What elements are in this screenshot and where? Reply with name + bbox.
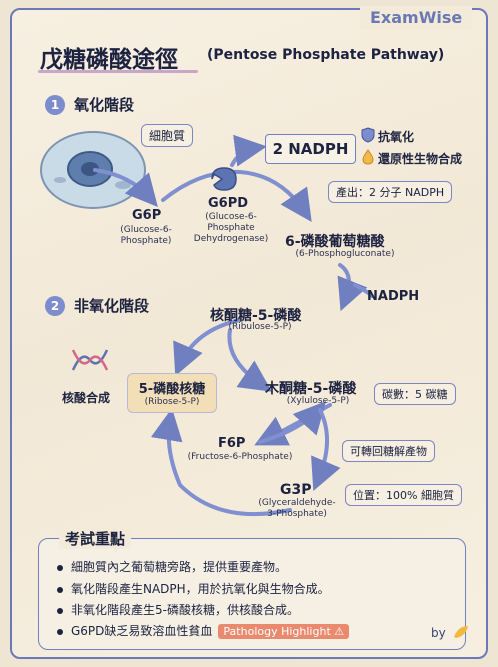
enzyme-icon [211, 167, 237, 191]
node-r5p-en: (Ribose-5-P) [144, 397, 200, 407]
glycolysis-tag: 可轉回糖解產物 [342, 440, 435, 462]
summary-title: 考試重點 [59, 528, 132, 549]
summary-bullet: 氧化階段產生NADPH，用於抗氧化與生物合成。 [57, 580, 330, 597]
node-f6p: F6P [218, 436, 246, 451]
node-xu5p-en: (Xylulose-5-P) [286, 396, 350, 406]
summary-bullet: 非氧化階段產生5-磷酸核糖，供核酸合成。 [57, 601, 299, 618]
page-title: 戊糖磷酸途徑 [40, 47, 178, 73]
nucleic-label: 核酸合成 [62, 391, 111, 405]
node-nadph-side: NADPH [367, 289, 420, 304]
node-xu5p: 木酮糖-5-磷酸 [265, 381, 357, 397]
brand-logo: ExamWise [360, 6, 473, 30]
page-subtitle: (Pentose Phosphate Pathway) [207, 47, 445, 63]
node-g6pd: G6PD [208, 196, 249, 211]
node-6pg-en: (6-Phosphogluconate) [295, 249, 395, 259]
node-g6p-en: (Glucose-6- Phosphate) [120, 225, 172, 246]
by-label: by [431, 626, 446, 640]
node-g3p-en: (Glyceraldehyde- 3-Phosphate) [258, 498, 336, 519]
section-2-title: 非氧化階段 [74, 297, 150, 315]
section-1-title: 氧化階段 [74, 96, 135, 114]
section-1-number: 1 [45, 95, 65, 115]
summary-bullet: 細胞質內之葡萄糖旁路，提供重要產物。 [57, 558, 287, 575]
pathology-badge: Pathology Highlight ⚠ [218, 624, 350, 639]
node-r5p-box: 5-磷酸核糖 (Ribose-5-P) [127, 373, 217, 413]
nadph-product-box: 2 NADPH [265, 134, 356, 164]
node-g6pd-en: (Glucose-6- Phosphate Dehydrogenase) [193, 212, 269, 244]
benefit-biosynthesis: 還原性生物合成 [378, 152, 463, 166]
dna-icon [71, 349, 109, 371]
benefit-antioxidant: 抗氧化 [378, 130, 415, 144]
node-ru5p-en: (Ribulose-5-P) [228, 322, 292, 332]
node-g3p: G3P [280, 482, 312, 498]
yield-note: 產出：2 分子 NADPH [328, 181, 453, 203]
shield-icon [361, 127, 375, 143]
title-underline [38, 70, 198, 73]
cytoplasm-tag: 細胞質 [141, 124, 194, 147]
node-ru5p: 核酮糖-5-磷酸 [210, 308, 302, 324]
section-2-number: 2 [45, 296, 65, 316]
node-g6p: G6P [132, 208, 162, 223]
node-f6p-en: (Fructose-6-Phosphate) [187, 452, 293, 462]
leaf-logo-icon [454, 626, 468, 638]
carbon-count-tag: 碳數：5 碳糖 [374, 383, 456, 405]
node-6pg: 6-磷酸葡萄糖酸 [285, 234, 385, 250]
node-r5p: 5-磷酸核糖 [138, 382, 206, 397]
location-tag: 位置：100% 細胞質 [345, 484, 462, 506]
drop-icon [362, 149, 374, 165]
